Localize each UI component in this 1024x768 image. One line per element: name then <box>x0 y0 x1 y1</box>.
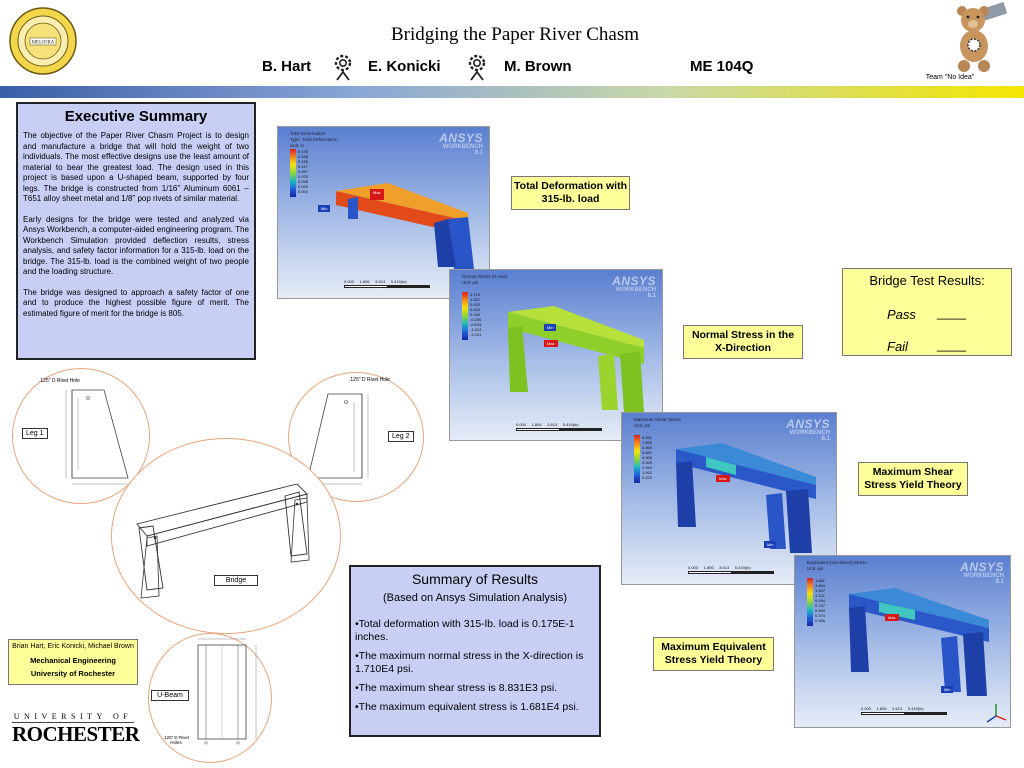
test-pass-label: Pass <box>887 307 916 322</box>
university-of-rochester-logo: UNIVERSITY OF ROCHESTER <box>12 712 140 746</box>
test-pass-blank: ____ <box>937 305 966 320</box>
bridge-drawing <box>136 483 310 599</box>
logo-line-2: ROCHESTER <box>12 722 140 746</box>
contact-box: Brian Hart, Eric Konicki, Michael Brown … <box>8 639 138 685</box>
summary-item: •The maximum normal stress in the X-dire… <box>355 650 584 675</box>
university-seal: MELIORA <box>9 7 77 75</box>
contact-names: Brian Hart, Eric Konicki, Michael Brown <box>12 643 134 650</box>
test-fail-blank: ____ <box>937 337 966 352</box>
bridge-sketch-circle <box>111 438 341 634</box>
axis-triad-icon <box>986 704 1007 723</box>
leg2-label: Leg 2 <box>388 431 414 442</box>
leg1-label: Leg 1 <box>22 428 48 439</box>
test-fail-label: Fail <box>887 339 908 354</box>
bridge-model <box>849 588 989 696</box>
result-header: Normal Stress (X Axis)Unit: psi <box>462 274 508 285</box>
min-marker: Min <box>941 686 954 693</box>
executive-summary-paragraph: Early designs for the bridge were tested… <box>23 214 249 277</box>
total-deformation-label: Total Deformation with 315-lb. load <box>511 176 630 210</box>
ubeam-drawing <box>197 638 257 745</box>
teddy-bear-mascot-icon <box>957 2 1008 72</box>
color-legend-bar <box>462 292 468 340</box>
author-hart: B. Hart <box>262 58 312 75</box>
max-marker: Max <box>544 340 558 347</box>
executive-summary-heading: Executive Summary <box>64 108 208 125</box>
author-konicki: E. Konicki <box>368 58 441 75</box>
min-marker: Min <box>318 205 331 212</box>
summary-heading: Summary of Results <box>411 571 539 587</box>
scale-bar: 0.000 1.806 3.613 5.419(in) <box>688 565 774 574</box>
color-legend-bar <box>634 435 640 483</box>
shear-stress-label: Maximum Shear Stress Yield Theory <box>858 462 968 496</box>
ubeam-note: .125" D Rivet Holes <box>162 735 190 745</box>
author-line: B. Hart E. Konicki M. Brown ME 104Q <box>240 58 800 80</box>
gear-icon <box>468 54 486 81</box>
scale-bar: 0.000 1.806 3.613 5.419(in) <box>516 422 602 431</box>
max-marker: Max <box>716 475 730 482</box>
max-marker: Max <box>885 614 899 621</box>
bridge-label: Bridge <box>214 575 258 586</box>
seal-motto: MELIORA <box>32 41 55 46</box>
min-marker: Min <box>764 541 777 548</box>
header-gradient-band <box>0 86 1024 98</box>
leg2-note: .125" D Rivet Hole <box>349 377 390 383</box>
ansys-logo: ANSYS <box>960 560 1004 574</box>
summary-item: •Total deformation with 315-lb. load is … <box>355 618 575 643</box>
executive-summary-paragraph: The objective of the Paper River Chasm P… <box>23 131 249 203</box>
logo-line-1: UNIVERSITY OF <box>13 712 133 721</box>
bridge-model <box>676 443 816 553</box>
normal-stress-label: Normal Stress in the X-Direction <box>683 325 803 359</box>
bridge-model <box>508 306 644 412</box>
leg1-drawing <box>65 389 129 485</box>
poster-title: Bridging the Paper River Chasm <box>390 24 640 45</box>
summary-item: •The maximum equivalent stress is 1.681E… <box>355 701 579 713</box>
contact-school: University of Rochester <box>30 669 116 678</box>
summary-of-results-panel: Summary of Results (Based on Ansys Simul… <box>349 565 601 737</box>
summary-subheading: (Based on Ansys Simulation Analysis) <box>382 592 568 604</box>
ubeam-label: U-Beam <box>151 690 189 701</box>
bridge-test-results-panel: Bridge Test Results: Pass ____ Fail ____ <box>842 268 1012 356</box>
executive-summary-paragraph: The bridge was designed to approach a sa… <box>23 287 249 318</box>
ansys-logo: ANSYS <box>786 417 830 431</box>
gear-icon <box>334 54 352 81</box>
color-legend-bar <box>290 149 296 197</box>
author-brown: M. Brown <box>504 58 572 75</box>
test-results-heading: Bridge Test Results: <box>869 273 985 288</box>
course-number: ME 104Q <box>690 58 754 75</box>
ansys-logo: ANSYS <box>612 274 656 288</box>
ansys-logo: ANSYS <box>439 131 483 145</box>
min-marker: Min <box>544 324 557 331</box>
scale-bar: 0.000 1.806 3.613 5.419(in) <box>861 706 947 715</box>
team-name: Team "No Idea" <box>925 74 975 81</box>
max-marker: Max <box>370 189 384 196</box>
executive-summary-panel: Executive Summary The objective of the P… <box>16 102 256 360</box>
bridge-model <box>336 183 474 269</box>
leg1-note: .125" D Rivet Hole <box>39 378 80 384</box>
scale-bar: 0.000 1.806 3.613 5.419(in) <box>344 279 430 288</box>
equivalent-stress-label: Maximum Equivalent Stress Yield Theory <box>653 637 774 671</box>
contact-department: Mechanical Engineering <box>30 656 116 665</box>
color-legend-bar <box>807 578 813 626</box>
summary-item: •The maximum shear stress is 8.831E3 psi… <box>355 682 558 694</box>
